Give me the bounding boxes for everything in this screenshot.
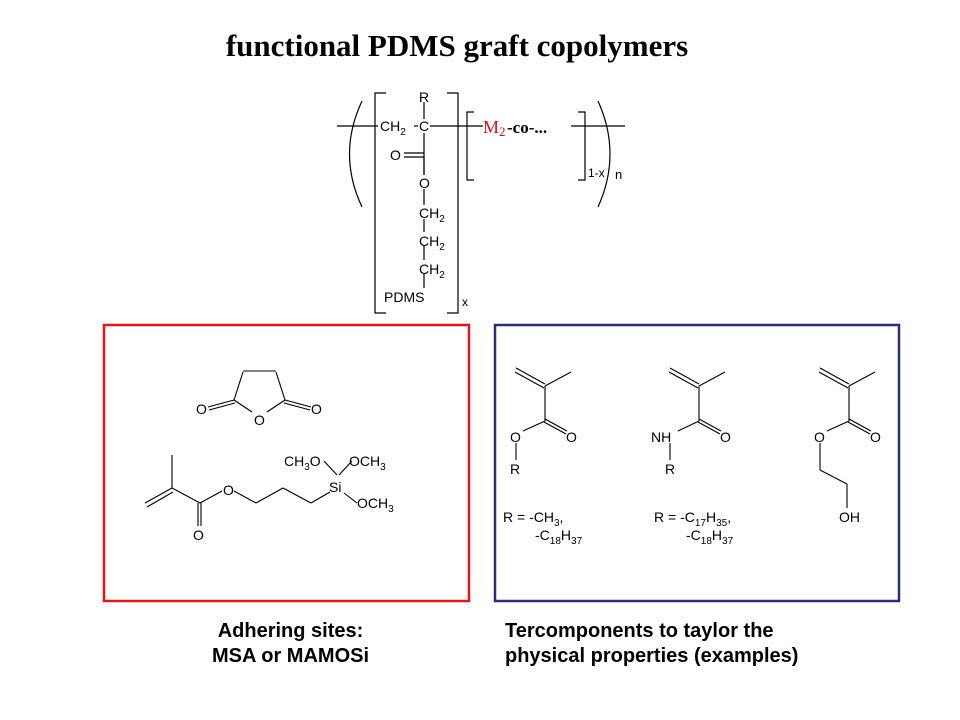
meth-ester-o: O — [510, 429, 521, 445]
tercomponents-box — [493, 323, 901, 603]
amide-carbonyl-o: O — [720, 429, 731, 445]
side-ch2-3: CH2 — [419, 261, 445, 281]
methacrylamide-labels: NH O R R = -C17H35, -C18H37 — [651, 429, 734, 547]
amide-r-def-1: R = -C17H35, — [654, 509, 731, 529]
ma-o-left: O — [196, 401, 207, 417]
maleic-anhydride-labels: O O O — [196, 401, 322, 428]
bracket-m2-left — [466, 111, 474, 181]
right-parenthesis — [597, 100, 611, 208]
amide-r-label: R — [665, 461, 675, 477]
adhering-caption-line-1: Adhering sites: — [217, 620, 364, 642]
tercomponents-caption-line-1: Tercomponents to taylor the — [505, 620, 774, 642]
pdms-label: PDMS — [384, 289, 424, 305]
hema-structure — [818, 367, 876, 508]
hema-ester-o: O — [814, 429, 825, 445]
r-label: R — [419, 89, 429, 105]
backbone-structure — [337, 92, 625, 314]
mamosi-structure — [144, 455, 358, 526]
left-parenthesis — [349, 100, 363, 208]
side-ch2-1: CH2 — [419, 205, 445, 225]
mamosi-labels: O O Si CH3O OCH3 OCH3 — [193, 453, 394, 543]
si-label: Si — [329, 479, 341, 495]
ma-o-ring: O — [254, 412, 265, 428]
methacrylamide-structure — [668, 367, 726, 460]
amide-r-def-2: -C18H37 — [686, 527, 734, 547]
adhering-sites-caption: Adhering sites: MSA or MAMOSi — [183, 619, 398, 669]
och3-top-left: CH3O — [284, 453, 321, 473]
side-ch2-2: CH2 — [419, 233, 445, 253]
bracket-x-left — [374, 92, 386, 314]
co-label: -co-... — [507, 118, 547, 137]
oh-label: OH — [839, 509, 860, 525]
ma-o-right: O — [311, 401, 322, 417]
hema-carbonyl-o: O — [870, 429, 881, 445]
ester-o-label: O — [419, 175, 430, 191]
bracket-x-right — [447, 92, 459, 314]
och3-top-right: OCH3 — [349, 453, 386, 473]
adhering-caption-line-2: MSA or MAMOSi — [211, 645, 370, 667]
hema-labels: O O OH — [814, 429, 881, 525]
meth-r-label: R — [510, 461, 520, 477]
n-subscript: n — [615, 167, 622, 182]
m2-label: M2 — [483, 117, 506, 139]
nh-label: NH — [651, 429, 671, 445]
one-minus-x-subscript: 1-x — [588, 166, 605, 180]
adhering-sites-box — [102, 323, 471, 603]
och3-right: OCH3 — [357, 495, 394, 515]
mamosi-carbonyl-o: O — [193, 527, 204, 543]
mamosi-ester-o: O — [223, 482, 234, 498]
backbone-labels: R CH2 C O O CH2 CH2 CH2 PDMS x M2 -co-..… — [380, 89, 622, 309]
slide-title-text: functional PDMS graft copolymers — [225, 28, 689, 63]
meth-carbonyl-o: O — [566, 429, 577, 445]
tercomponents-caption-line-2: physical properties (examples) — [505, 645, 799, 667]
ch2-label: CH2 — [380, 118, 406, 138]
meth-r-def-2: -C18H37 — [535, 527, 583, 547]
carbonyl-o-label: O — [390, 147, 401, 163]
methacrylate-labels: O O R R = -CH3, -C18H37 — [503, 429, 583, 547]
tercomponents-caption: Tercomponents to taylor the physical pro… — [505, 619, 885, 669]
bracket-m2-right — [578, 111, 586, 181]
slide-title: functional PDMS graft copolymers — [0, 28, 960, 64]
meth-r-def-1: R = -CH3, — [503, 509, 563, 529]
x-subscript: x — [462, 295, 468, 309]
methacrylate-structure — [514, 367, 572, 460]
maleic-anhydride-structure — [207, 370, 312, 413]
c-label: C — [419, 118, 429, 134]
